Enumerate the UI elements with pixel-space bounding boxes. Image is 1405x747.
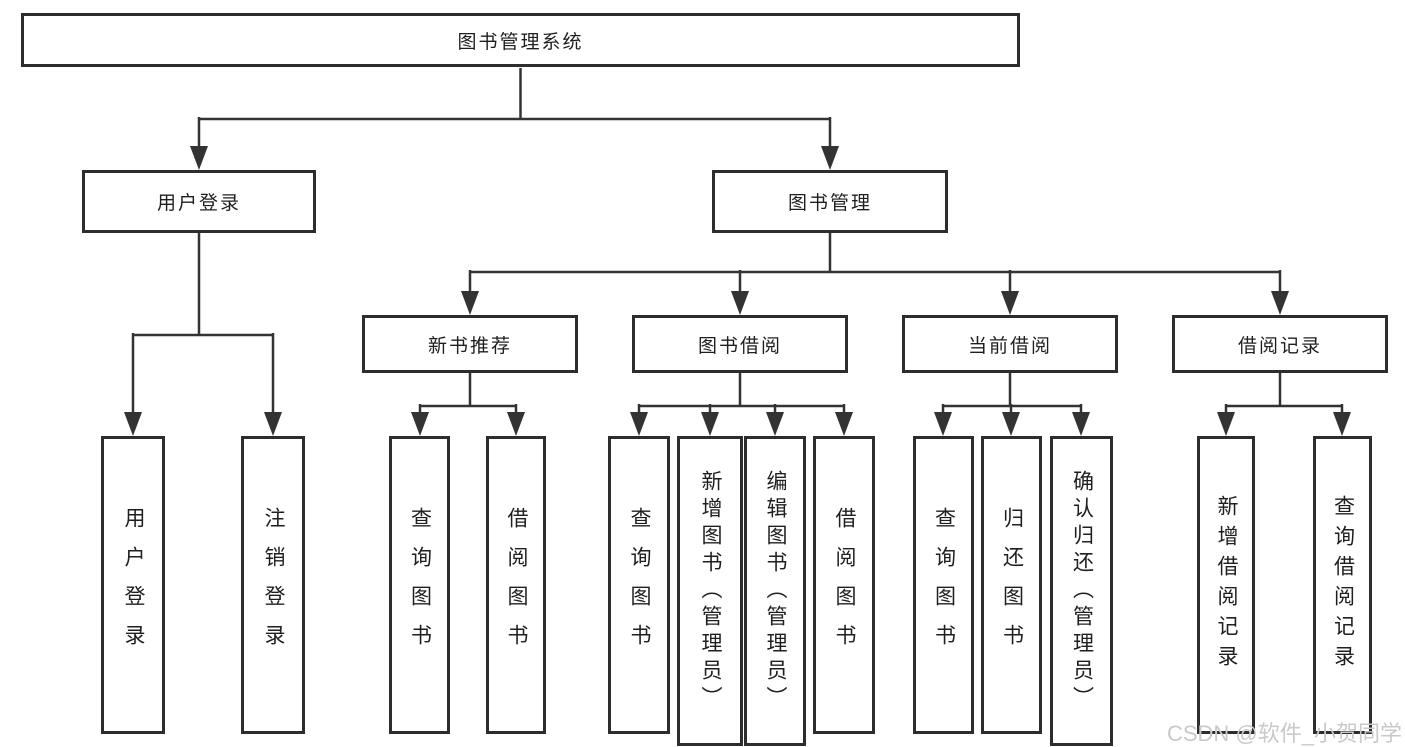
node-user-login: 用户登录 <box>82 170 316 233</box>
leaf-logout-label: 注销登录 <box>262 507 285 663</box>
leaf-current-return-label: 归还图书 <box>1000 507 1024 663</box>
leaf-newbook-borrow-label: 借阅图书 <box>505 507 528 663</box>
leaf-current-return: 归还图书 <box>981 436 1042 734</box>
leaf-current-query: 查询图书 <box>913 436 974 734</box>
leaf-borrow-query: 查询图书 <box>608 436 670 734</box>
leaf-newbook-borrow: 借阅图书 <box>486 436 546 734</box>
leaf-records-query: 查询借阅记录 <box>1313 436 1372 734</box>
node-book-management: 图书管理 <box>712 170 948 233</box>
leaf-records-add-label: 新增借阅记录 <box>1215 495 1238 675</box>
leaf-borrow-edit-admin-label: 编辑图书（管理员） <box>764 469 787 713</box>
leaf-current-confirm-admin: 确认归还（管理员） <box>1050 436 1113 746</box>
leaf-borrow-borrow-label: 借阅图书 <box>833 507 856 663</box>
leaf-records-query-label: 查询借阅记录 <box>1331 495 1355 675</box>
leaf-borrow-edit-admin: 编辑图书（管理员） <box>744 436 806 746</box>
watermark: CSDN @软件_小贺同学 <box>1166 721 1402 746</box>
leaf-current-confirm-admin-label: 确认归还（管理员） <box>1070 469 1094 713</box>
node-current-borrow: 当前借阅 <box>902 315 1118 373</box>
leaf-borrow-add-admin: 新增图书（管理员） <box>677 436 743 746</box>
node-new-book-recommend: 新书推荐 <box>362 315 578 373</box>
node-new-book-recommend-label: 新书推荐 <box>427 335 512 357</box>
node-root: 图书管理系统 <box>21 13 1020 67</box>
node-book-borrow-label: 图书借阅 <box>697 335 782 357</box>
node-book-borrow: 图书借阅 <box>632 315 848 373</box>
leaf-borrow-borrow: 借阅图书 <box>813 436 875 734</box>
leaf-borrow-add-admin-label: 新增图书（管理员） <box>699 469 722 713</box>
node-book-management-label: 图书管理 <box>787 193 872 214</box>
leaf-newbook-query: 查询图书 <box>389 436 450 734</box>
node-root-label: 图书管理系统 <box>457 31 584 53</box>
leaf-logout: 注销登录 <box>241 436 305 734</box>
node-user-login-label: 用户登录 <box>156 193 241 214</box>
leaf-records-add: 新增借阅记录 <box>1197 436 1255 734</box>
leaf-user-login-label: 用户登录 <box>122 507 145 663</box>
leaf-borrow-query-label: 查询图书 <box>628 507 651 663</box>
node-borrow-records: 借阅记录 <box>1172 315 1388 373</box>
leaf-user-login: 用户登录 <box>101 436 165 734</box>
node-borrow-records-label: 借阅记录 <box>1237 335 1322 357</box>
leaf-newbook-query-label: 查询图书 <box>408 507 432 663</box>
node-current-borrow-label: 当前借阅 <box>967 335 1052 357</box>
leaf-current-query-label: 查询图书 <box>932 507 956 663</box>
